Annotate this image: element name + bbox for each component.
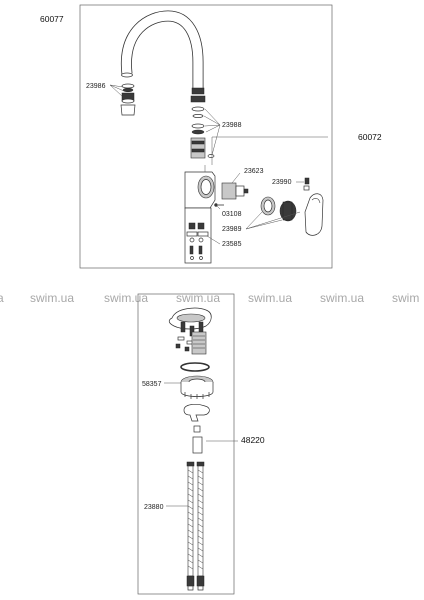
hose-connector-drawing [186,222,209,260]
part-label-23988: 23988 [222,122,242,129]
part-label-23989: 23989 [222,226,242,233]
part-label-23623: 23623 [244,168,264,175]
connector-sleeve [192,436,203,454]
watermark-row: a swim.ua swim.ua swim.ua swim.ua swim.u… [0,291,419,305]
svg-text:swim.ua: swim.ua [248,291,292,305]
bottom-assembly-frame [137,293,235,595]
part-label-58357: 58357 [142,381,162,388]
clip-drawing [183,404,210,422]
svg-text:swim.ua: swim.ua [176,291,220,305]
oring-stack [190,95,215,159]
small-screw-drawing [214,203,224,207]
small-sleeve [193,425,201,433]
part-label-23986: 23986 [86,83,106,90]
top-assembly-frame [79,4,333,269]
spout-drawing [120,10,205,95]
mounting-flange-drawing [168,307,212,355]
cartridge-drawing [221,182,249,200]
threaded-nut-drawing [180,375,214,399]
svg-text:swim.ua: swim.ua [104,291,148,305]
body-label-60072: 60072 [358,132,382,142]
svg-text:swim: swim [392,291,419,305]
supply-hoses-drawing [186,461,205,591]
part-label-23585: 23585 [222,241,242,248]
aerator-parts [120,83,136,116]
set-screw-drawing [303,177,310,191]
svg-text:a: a [0,291,4,305]
svg-text:swim.ua: swim.ua [30,291,74,305]
top-assembly-label: 60077 [40,14,64,24]
assembly-label-48220: 48220 [241,435,265,445]
part-label-23990: 23990 [272,179,292,186]
part-label-23880: 23880 [144,504,164,511]
part-label-03108: 03108 [222,211,242,218]
svg-text:swim.ua: swim.ua [320,291,364,305]
handle-drawing [260,193,324,236]
